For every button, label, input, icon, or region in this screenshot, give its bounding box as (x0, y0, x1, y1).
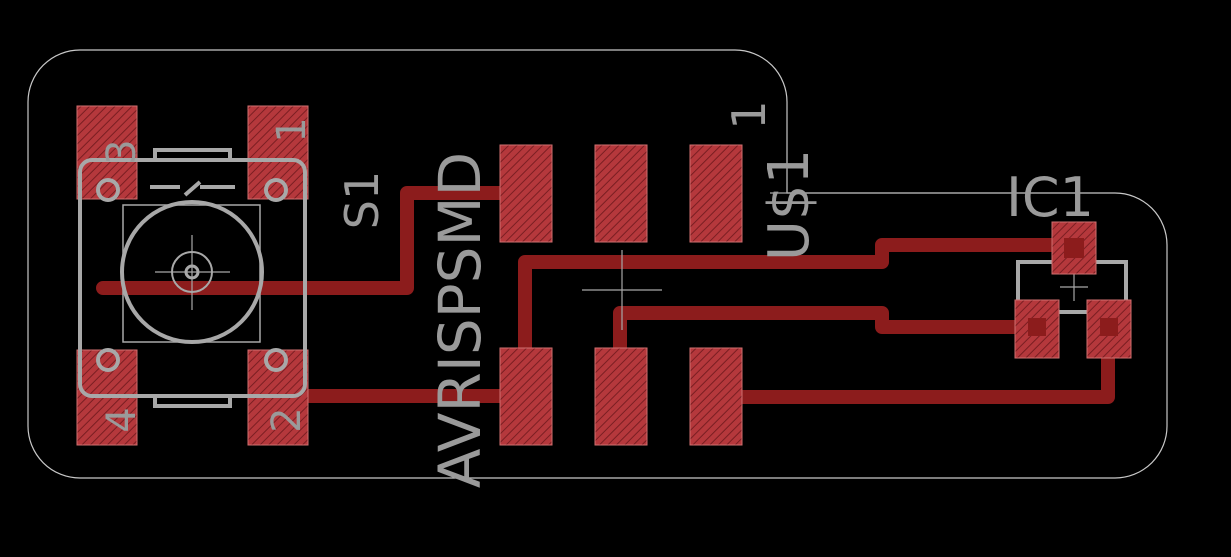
switch-pin-3-label: 3 (99, 139, 145, 164)
copper-traces (96, 186, 1115, 404)
header-ref-label: U$1 (757, 149, 822, 261)
switch-pin-2-label: 2 (264, 407, 310, 432)
ic-pad-left-core (1028, 318, 1046, 336)
board-outline (27, 49, 1168, 479)
switch-pad-1 (247, 105, 309, 200)
switch-silkscreen (78, 148, 307, 408)
header-name-label: AVRISPSMD (426, 152, 494, 488)
header-pad-bottom-1 (499, 347, 553, 446)
trace-header-pin-to-ic-left (613, 306, 1045, 382)
switch-pin-1-label: 1 (269, 117, 315, 142)
header-pad-top-1 (499, 144, 553, 243)
header-pad-top-3 (689, 144, 743, 243)
ic1: IC1 (1006, 166, 1132, 359)
ic-pad-top-core (1064, 238, 1084, 258)
header-pad-top-2 (594, 144, 648, 243)
trace-header-to-ic-top (518, 238, 1081, 403)
ic-name-label: IC1 (1006, 166, 1094, 229)
header-origin-cross (582, 250, 662, 330)
header-pin-1-label: 1 (722, 100, 776, 129)
switch-name-label: S1 (335, 171, 389, 229)
header-pad-bottom-3 (689, 347, 743, 446)
ic-pad-right-core (1100, 318, 1118, 336)
avrisp-header: AVRISPSMD 1 U$1 (426, 100, 822, 488)
ic-origin-cross (1060, 273, 1088, 301)
trace-switch-to-header-pin1 (96, 186, 532, 295)
header-pad-bottom-2 (594, 347, 648, 446)
switch-s1: 3 1 4 2 S1 (76, 105, 389, 446)
switch-pin-4-label: 4 (99, 407, 145, 432)
